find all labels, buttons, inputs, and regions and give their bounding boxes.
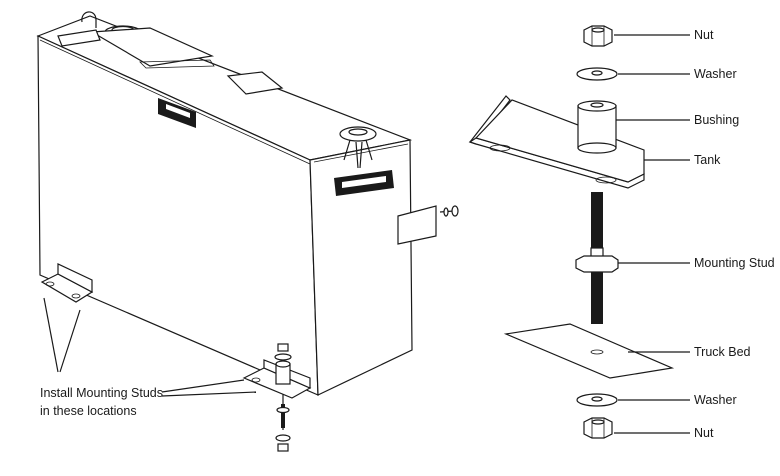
instruction-pointers xyxy=(43,297,257,397)
lift-hook-icon xyxy=(81,11,97,28)
top-plate xyxy=(90,27,215,67)
mounting-bracket-left xyxy=(40,263,94,303)
side-bolt-icon xyxy=(439,205,459,217)
label-tank: Tank xyxy=(694,153,721,167)
top-small-plate xyxy=(57,29,101,47)
nut-bottom-icon xyxy=(583,417,613,439)
exploded-mounting-view xyxy=(468,25,690,439)
label-washer-bottom: Washer xyxy=(694,393,737,407)
tank-bracket-icon xyxy=(468,95,645,189)
vent-cap-icon xyxy=(339,126,377,169)
nut-top-icon xyxy=(583,25,613,47)
side-access-plate xyxy=(397,205,437,245)
tank-badge-front xyxy=(158,98,196,128)
tank-side-face xyxy=(309,139,413,396)
instruction-line-1: Install Mounting Studs xyxy=(40,386,163,400)
tank-badge-side xyxy=(334,170,394,196)
label-washer-top: Washer xyxy=(694,67,737,81)
truck-bed-plate xyxy=(503,323,675,379)
instruction-line-2: in these locations xyxy=(40,404,137,418)
washer-bottom-icon xyxy=(576,393,618,407)
label-nut-bottom: Nut xyxy=(694,426,714,440)
washer-top-icon xyxy=(576,67,618,81)
mounting-stud-icon xyxy=(575,192,619,324)
label-mounting-stud: Mounting Stud xyxy=(694,256,775,270)
label-nut-top: Nut xyxy=(694,28,714,42)
label-truck-bed: Truck Bed xyxy=(694,345,751,359)
label-bushing: Bushing xyxy=(694,113,739,127)
exploded-stud-assembly-small xyxy=(274,343,292,452)
bushing-icon xyxy=(577,100,617,154)
fuel-tank-illustration xyxy=(36,11,459,452)
top-gauge-plate xyxy=(226,71,284,95)
